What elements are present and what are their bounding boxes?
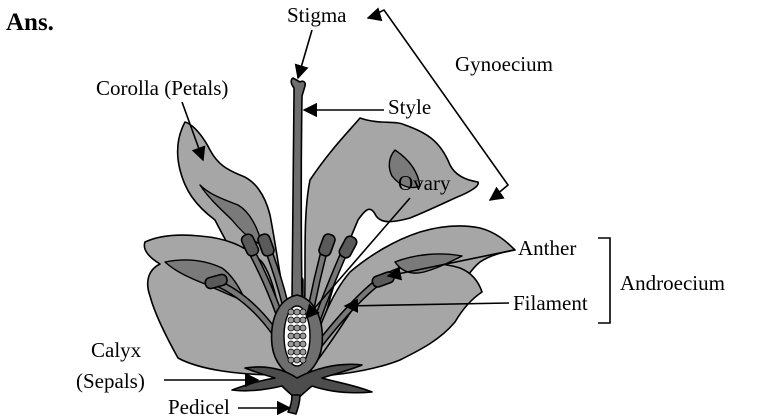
label-stigma: Stigma <box>287 3 347 27</box>
flower-illustration <box>144 78 515 414</box>
label-corolla: Corolla (Petals) <box>96 76 228 100</box>
androecium-bracket <box>598 238 610 323</box>
label-gynoecium: Gynoecium <box>455 52 553 76</box>
label-ovary: Ovary <box>398 171 451 195</box>
ovules <box>284 306 310 366</box>
label-anther: Anther <box>518 236 576 260</box>
style-column <box>291 78 305 300</box>
label-filament: Filament <box>513 291 588 315</box>
label-calyx: Calyx <box>91 338 142 362</box>
label-sepals: (Sepals) <box>76 369 145 393</box>
pedicel-stalk <box>288 395 300 414</box>
label-androecium: Androecium <box>620 271 725 295</box>
label-pedicel: Pedicel <box>168 395 230 419</box>
heading-ans: Ans. <box>6 9 54 36</box>
label-style: Style <box>388 95 431 119</box>
pointer-stigma <box>298 30 312 78</box>
